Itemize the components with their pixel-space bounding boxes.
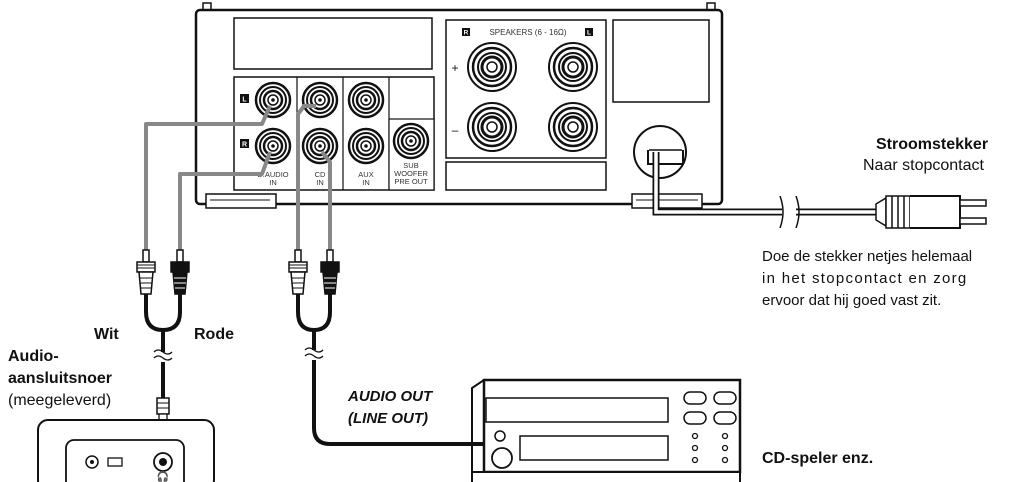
cd-label-1: CD (315, 170, 326, 179)
cable-break-left (153, 349, 173, 361)
cd-player-label: CD-speler enz. (762, 450, 874, 467)
right-mark-text: R (242, 142, 247, 149)
left-channel-mark (240, 94, 249, 103)
audio-cable-note: (meegeleverd) (8, 392, 112, 409)
power-cord-entry (633, 125, 687, 179)
power-note-3: ervoor dat hij goed vast zit. (762, 292, 942, 309)
power-plug-title: Stroomstekker (876, 136, 989, 153)
speaker-section: R SPEAKERS (6 - 16Ω) L + – (445, 19, 607, 191)
svg-text:L: L (587, 30, 591, 37)
label-plate (233, 17, 433, 70)
subwoofer-jack[interactable] (392, 122, 430, 160)
device-port-icon (107, 457, 123, 467)
audio-cable-title-1: Audio- (8, 348, 59, 365)
daudio-right-jack[interactable] (254, 127, 292, 165)
audio-out-label-1: AUDIO OUT (348, 388, 433, 405)
speakers-title: SPEAKERS (6 - 16Ω) (489, 28, 566, 37)
cd-player (471, 378, 742, 482)
daudio-left-jack[interactable] (254, 81, 292, 119)
white-rca-plug-right (288, 249, 308, 295)
power-note-2: in het stopcontact en zorg (762, 270, 968, 287)
aux-left-jack[interactable] (347, 81, 385, 119)
right-channel-mark (240, 139, 249, 148)
power-note-1: Doe de stekker netjes helemaal (762, 248, 973, 265)
red-label: Rode (194, 326, 234, 343)
power-plug-icon (875, 195, 987, 229)
portable-device: 🎧 (37, 419, 215, 482)
speaker-left-minus-terminal[interactable] (547, 101, 599, 153)
sub-label-2: WOOFER (394, 169, 428, 178)
cd-left-jack[interactable] (301, 81, 339, 119)
rca-cable-cd (296, 104, 332, 250)
aux-right-jack[interactable] (347, 127, 385, 165)
vent-plate (612, 19, 710, 103)
power-cord (652, 152, 876, 229)
white-label: Wit (94, 326, 119, 343)
speaker-right-mark (462, 28, 470, 36)
sub-label-3: PRE OUT (394, 177, 428, 186)
svg-text:🎧: 🎧 (157, 470, 169, 482)
cd-right-jack[interactable] (301, 127, 339, 165)
red-rca-plug-left (170, 249, 190, 295)
speaker-right-minus-terminal[interactable] (466, 101, 518, 153)
aux-label-2: IN (362, 178, 370, 187)
plus-sign: + (451, 61, 458, 75)
daudio-label-2: IN (269, 178, 277, 187)
red-rca-plug-right (320, 249, 340, 295)
cd-power-button (491, 447, 513, 469)
svg-text:R: R (464, 30, 469, 37)
speaker-right-plus-terminal[interactable] (466, 41, 518, 93)
sub-label-1: SUB (403, 161, 418, 170)
aux-label-1: AUX (358, 170, 373, 179)
power-plug-subtitle: Naar stopcontact (863, 157, 984, 174)
left-mark-text: L (242, 97, 247, 104)
daudio-label-1: D.AUDIO (257, 170, 288, 179)
audio-out-label-2: (LINE OUT) (348, 410, 428, 427)
white-rca-plug-left (136, 249, 156, 295)
input-section: L R D.AUDIO IN CD IN AUX IN SUB WOOFER P… (233, 76, 435, 191)
cd-display (485, 397, 669, 423)
cd-label-2: IN (316, 178, 324, 187)
audio-cable-left (144, 294, 182, 398)
audio-cable-right (296, 294, 484, 446)
speaker-left-plus-terminal[interactable] (547, 41, 599, 93)
cable-break-right (304, 347, 324, 359)
audio-cable-title-2: aansluitsnoer (8, 370, 113, 387)
cd-tray (519, 435, 669, 461)
minus-sign: – (452, 123, 459, 137)
rca-cable-daudio (144, 105, 272, 250)
speaker-left-mark (585, 28, 593, 36)
